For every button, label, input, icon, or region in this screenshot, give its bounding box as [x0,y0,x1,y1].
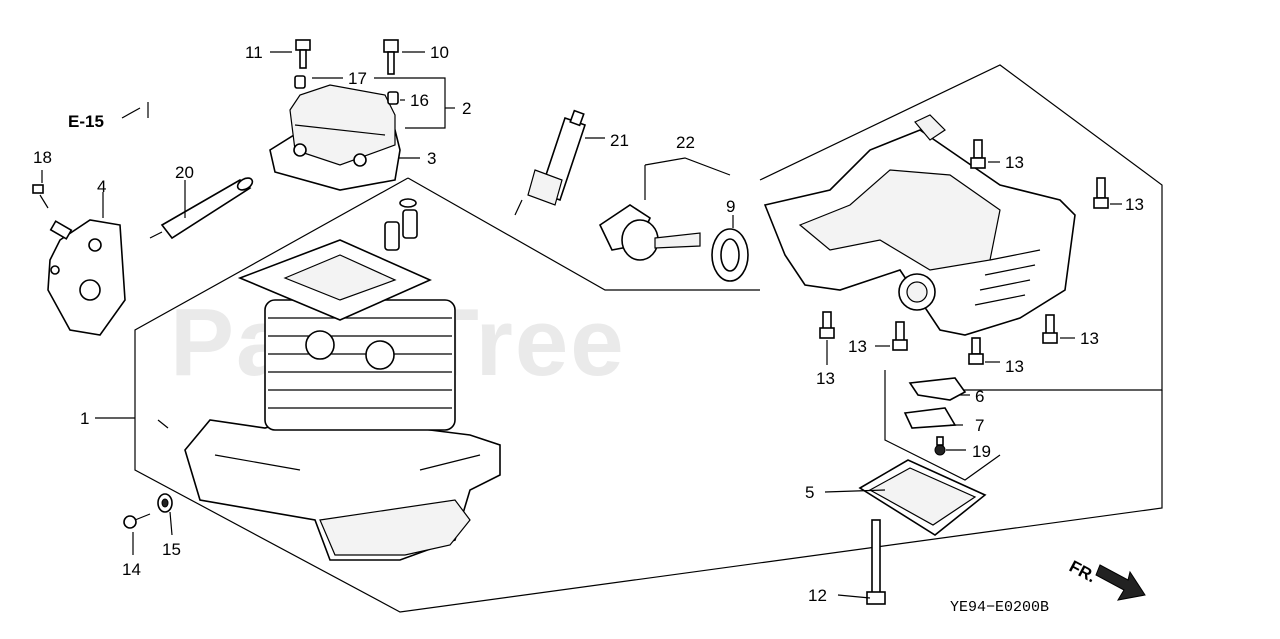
callout-18: 18 [33,148,52,167]
callout-21: 21 [610,131,629,150]
callout-20: 20 [175,163,194,182]
leader-5 [824,489,886,493]
bolt-13d [892,321,908,351]
callout-2: 2 [462,99,471,118]
callout-11: 11 [245,43,263,62]
cover-plate [858,459,987,536]
leader-12 [837,594,871,599]
assembly-frame-right [759,64,1163,391]
bolt-13a [970,139,986,169]
bolt-14 [123,513,151,529]
callout-17: 17 [348,69,367,88]
screw-18 [32,184,49,209]
callout-13b: 13 [1125,195,1144,214]
crankcase [763,114,1076,336]
callout-22: 22 [676,133,695,152]
bracket-2 [374,77,446,129]
direction-label: FR. [1066,557,1099,587]
callout-4: 4 [97,177,106,196]
callout-1: 1 [80,409,89,428]
bolt-13e [1042,314,1058,344]
screw-19 [934,436,946,456]
head-cover [269,84,401,191]
long-bolt [866,519,886,605]
callout-16: 16 [410,91,429,110]
dowel-pin-a [384,221,400,251]
callout-13a: 13 [1005,153,1024,172]
callout-19: 19 [972,442,991,461]
callout-13d: 13 [848,337,867,356]
assembly-frame-left [134,177,1163,613]
callout-9: 9 [726,197,735,216]
plate-7 [903,407,957,429]
callout-12: 12 [808,586,827,605]
bolt-11 [295,39,311,69]
washer-9 [711,228,749,282]
washer-15 [157,493,173,513]
bolt-13f [968,337,984,365]
callout-13e: 13 [1080,329,1099,348]
grommet-16 [387,91,399,105]
callout-13f: 13 [1005,357,1024,376]
cylinder-block [184,239,501,561]
bolt-10 [383,39,399,75]
bracket-6 [908,377,967,401]
callout-14: 14 [122,560,141,579]
callout-13c: 13 [816,369,835,388]
bolt-13c [819,311,835,339]
dowel-pin-b [402,209,418,239]
subframe-6-7-19 [884,370,1001,481]
spark-plug [514,109,587,216]
callout-6: 6 [975,387,984,406]
callout-7: 7 [975,416,984,435]
callout-10: 10 [430,43,449,62]
callout-3: 3 [427,149,436,168]
spark-link-lines [407,177,760,291]
grommet-17 [294,75,306,89]
oil-cap [598,204,701,261]
callout-15: 15 [162,540,181,559]
bracket-22 [644,157,731,176]
bolt-13b [1093,177,1109,209]
diagram-code: YE94−E0200B [950,599,1049,616]
tube-20 [160,177,254,240]
fan-cover [47,219,126,336]
fr-arrow-icon [1095,564,1146,601]
ref-label: E-15 [68,112,104,131]
callout-5: 5 [805,483,814,502]
